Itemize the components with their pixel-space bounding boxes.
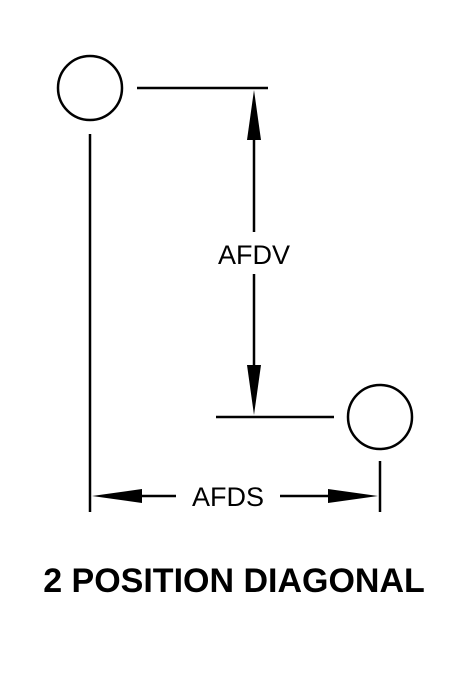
diagram-caption: 2 POSITION DIAGONAL <box>43 562 425 600</box>
vertical-dimension-arrow-down <box>247 365 261 415</box>
lower-position-circle <box>346 383 414 451</box>
vertical-dimension-label: AFDV <box>218 240 290 270</box>
vertical-dimension-arrow-up <box>247 90 261 140</box>
horizontal-dimension-arrow-left <box>92 489 142 503</box>
upper-position-circle <box>56 54 124 122</box>
horizontal-dimension-arrow-right <box>328 489 378 503</box>
horizontal-dimension-label: AFDS <box>192 482 264 512</box>
